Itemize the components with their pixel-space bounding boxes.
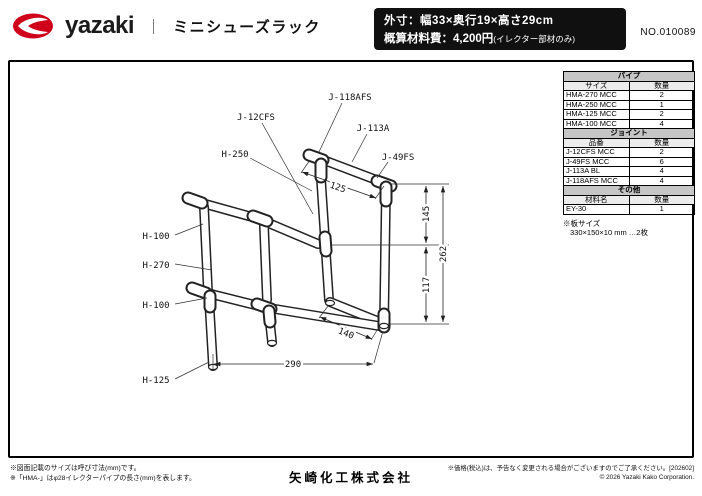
other-col-qty: 数量 <box>628 194 695 205</box>
part-qty: 6 <box>628 156 695 167</box>
label-j118afs: J-118AFS <box>328 93 371 103</box>
footer-copyright: © 2026 Yazaki Kako Corporation. <box>599 474 694 481</box>
part-size: HMA-100 MCC <box>563 118 630 129</box>
footer-note-hma: ※「HMA-」はφ28イレクターパイプの長さ(mm)を表します。 <box>10 475 196 482</box>
document-number: NO.010089 <box>640 27 696 38</box>
part-size: HMA-270 MCC <box>563 90 630 101</box>
part-size: HMA-250 MCC <box>563 99 630 110</box>
dim-top-rail: 125 <box>328 181 347 196</box>
page-title: ミニシューズラック <box>173 18 321 36</box>
dim-upper-height: 145 <box>422 206 432 222</box>
label-h100-lower: H-100 <box>142 301 169 311</box>
drawing-sheet: 125 145 262 117 140 <box>8 60 695 458</box>
label-h125: H-125 <box>142 376 169 386</box>
brand-name: yazaki <box>65 12 135 39</box>
label-j49fs: J-49FS <box>382 153 415 163</box>
cost-main: 概算材料費：4,200円 <box>384 33 494 45</box>
material-name: EY-30 <box>563 204 630 215</box>
part-qty: 4 <box>628 118 695 129</box>
part-qty: 2 <box>628 109 695 120</box>
part-qty: 1 <box>628 204 695 215</box>
footer-note-dimensions: ※図面記載のサイズは呼び寸法(mm)です。 <box>10 465 141 472</box>
part-labels: J-118AFS J-12CFS J-113A J-49FS H-250 H-1… <box>142 93 414 386</box>
footer-notes-right: ※価格(税込)は、予告なく変更される場合がございますのでご了承ください。[202… <box>448 464 694 482</box>
dim-width: 290 <box>285 360 301 370</box>
pipe-structure <box>186 151 392 371</box>
other-section-title: その他 <box>563 185 695 196</box>
label-j113a: J-113A <box>357 124 390 134</box>
header-brand: yazaki ｜ ミニシューズラック <box>12 11 321 41</box>
part-qty: 2 <box>628 147 695 158</box>
dim-depth: 140 <box>336 326 355 341</box>
part-number: J-12CFS MCC <box>563 147 630 158</box>
part-number: J-118AFS MCC <box>563 175 630 186</box>
assembly-drawing: 125 145 262 117 140 <box>142 93 451 386</box>
outer-dimensions-text: 外寸：幅33×奥行19×高さ29cm <box>384 15 554 27</box>
part-qty: 4 <box>628 166 695 177</box>
dim-lower-height: 117 <box>422 277 432 293</box>
part-qty: 1 <box>628 99 695 110</box>
part-number: J-49FS MCC <box>563 156 630 167</box>
joint-col-qty: 数量 <box>628 137 695 148</box>
joint-section-title: ジョイント <box>563 128 695 139</box>
pipe-col-size: サイズ <box>563 80 630 91</box>
board-note-line2: 330×150×10 mm …2枚 <box>570 228 648 237</box>
company-name: 矢崎化工株式会社 <box>288 471 413 485</box>
label-j12cfs: J-12CFS <box>237 113 275 123</box>
footer-notes-left: ※図面記載のサイズは呼び寸法(mm)です。 ※「HMA-」はφ28イレクターパイ… <box>10 464 196 484</box>
other-col-material: 材料名 <box>563 194 630 205</box>
pipe-col-qty: 数量 <box>628 80 695 91</box>
label-h270: H-270 <box>142 261 169 271</box>
part-size: HMA-125 MCC <box>563 109 630 120</box>
dim-total-height: 262 <box>439 246 449 262</box>
cost-note: (イレクター部材のみ) <box>493 34 576 44</box>
spec-box: 外寸：幅33×奥行19×高さ29cm 概算材料費：4,200円(イレクター部材の… <box>374 8 626 50</box>
label-h250: H-250 <box>221 150 248 160</box>
board-note-line1: ※板サイズ <box>563 218 601 228</box>
joint-col-part: 品番 <box>563 137 630 148</box>
part-qty: 4 <box>628 175 695 186</box>
label-h100-upper: H-100 <box>142 232 169 242</box>
footer-price-note: ※価格(税込)は、予告なく変更される場合がございますのでご了承ください。[202… <box>447 465 694 472</box>
title-divider: ｜ <box>146 18 162 36</box>
board-size-note: ※板サイズ 330×150×10 mm …2枚 <box>563 219 695 238</box>
pipe-joints <box>181 148 398 334</box>
part-number: J-113A BL <box>563 166 630 177</box>
pipe-section-title: パイプ <box>563 71 695 82</box>
part-qty: 2 <box>628 90 695 101</box>
yazaki-logo-icon <box>13 13 53 39</box>
material-cost-text: 概算材料費：4,200円(イレクター部材のみ) <box>384 30 616 46</box>
